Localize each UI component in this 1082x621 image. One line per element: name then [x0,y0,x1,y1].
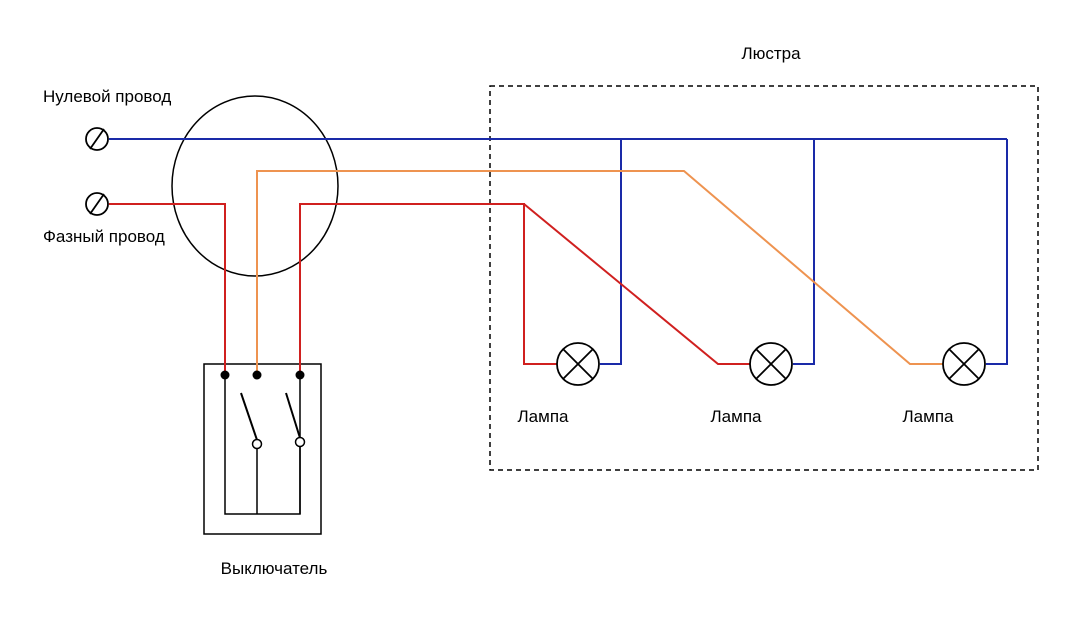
switch-lever-1 [240,392,258,441]
neutral-terminal [85,127,109,151]
lamp-2-label: Лампа [710,407,762,426]
junction-box [171,95,339,277]
switched-wire-red [299,203,557,375]
switch-contacts [220,370,306,450]
switch-contact-middle [252,370,262,380]
switched-wire-orange [256,170,943,375]
switch-label: Выключатель [220,559,328,578]
neutral-wire-lamp1 [600,139,622,365]
phase-wire-in [109,203,226,375]
switch-contact-left [220,370,230,380]
chandelier-label: Люстра [741,44,801,63]
lamp-3-label: Лампа [902,407,954,426]
switch-box-outer [203,363,322,535]
lamp-1-label: Лампа [517,407,569,426]
neutral-wire-lamp2 [793,139,815,365]
neutral-wire-lamp3 [986,139,1008,365]
neutral-wire-label: Нулевой провод [43,87,172,106]
switched-wire-red-branch [523,203,750,365]
switch-lever-2 [285,392,301,439]
lamp-1 [556,342,600,386]
chandelier-boundary [489,85,1039,471]
switched-wire-orange-path [256,170,943,375]
switch-contact-right [295,370,305,380]
switch-pivot-2 [294,436,306,448]
phase-wire [109,203,750,375]
switch-pivot-1 [251,438,263,450]
neutral-wire [109,138,1008,365]
lamp-3 [942,342,986,386]
lamp-2 [749,342,793,386]
switch-box-inner [224,375,301,515]
phase-wire-label: Фазный провод [43,227,165,246]
phase-terminal [85,192,109,216]
